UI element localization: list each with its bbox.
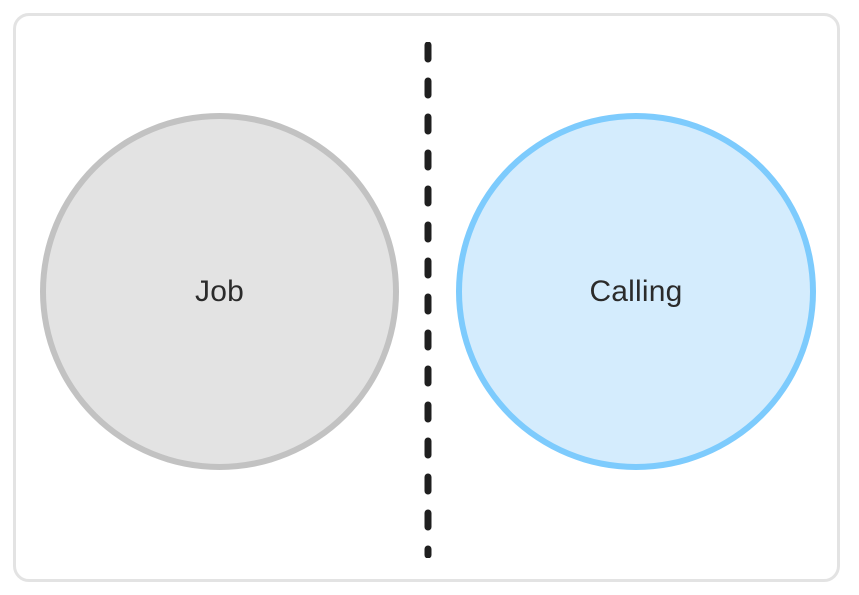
- divider-line: [424, 42, 432, 558]
- calling-circle: Calling: [456, 113, 816, 470]
- job-circle: Job: [40, 113, 399, 470]
- job-label: Job: [195, 274, 244, 308]
- calling-label: Calling: [589, 274, 683, 308]
